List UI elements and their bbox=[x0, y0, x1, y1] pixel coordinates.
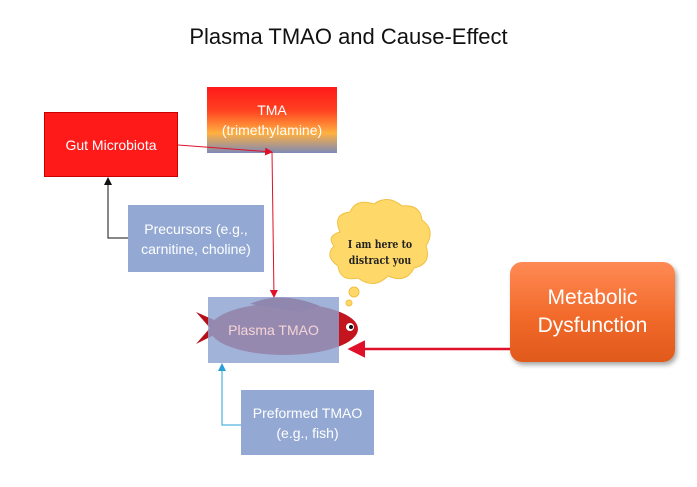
arrow-preformed-to-plasma bbox=[218, 363, 241, 426]
bubble-line1: I am here to bbox=[347, 238, 413, 251]
precursors-label-line2: carnitine, choline) bbox=[141, 240, 251, 257]
precursors-box: Precursors (e.g., carnitine, choline) bbox=[128, 205, 264, 272]
gut-microbiota-box: Gut Microbiota bbox=[44, 112, 178, 177]
metabolic-dysfunction-box: Metabolic Dysfunction bbox=[510, 262, 675, 362]
precursors-label-line1: Precursors (e.g., bbox=[144, 220, 248, 237]
preformed-tmao-box: Preformed TMAO (e.g., fish) bbox=[241, 390, 374, 455]
arrow-gut-to-tma bbox=[177, 144, 273, 156]
tma-box: TMA (trimethylamine) bbox=[207, 87, 337, 153]
plasma-tmao-label: Plasma TMAO bbox=[228, 322, 319, 338]
arrow-precursors-to-gut bbox=[104, 177, 128, 239]
preformed-label-line1: Preformed TMAO bbox=[252, 404, 363, 421]
tma-sublabel: (trimethylamine) bbox=[221, 122, 323, 138]
metabolic-label-line1: Metabolic bbox=[547, 286, 638, 309]
plasma-tmao-box: Plasma TMAO bbox=[208, 297, 339, 363]
thought-bubble-text: I am here to distract you bbox=[341, 237, 419, 269]
metabolic-label-line2: Dysfunction bbox=[537, 314, 648, 337]
gut-microbiota-label: Gut Microbiota bbox=[65, 136, 157, 153]
bubble-line2: distract you bbox=[348, 254, 412, 267]
arrow-tma-to-plasma bbox=[269, 151, 278, 298]
tma-label: TMA bbox=[257, 102, 287, 118]
preformed-label-line2: (e.g., fish) bbox=[276, 424, 339, 441]
diagram-title: Plasma TMAO and Cause-Effect bbox=[189, 24, 508, 49]
thought-bubble bbox=[329, 199, 431, 307]
